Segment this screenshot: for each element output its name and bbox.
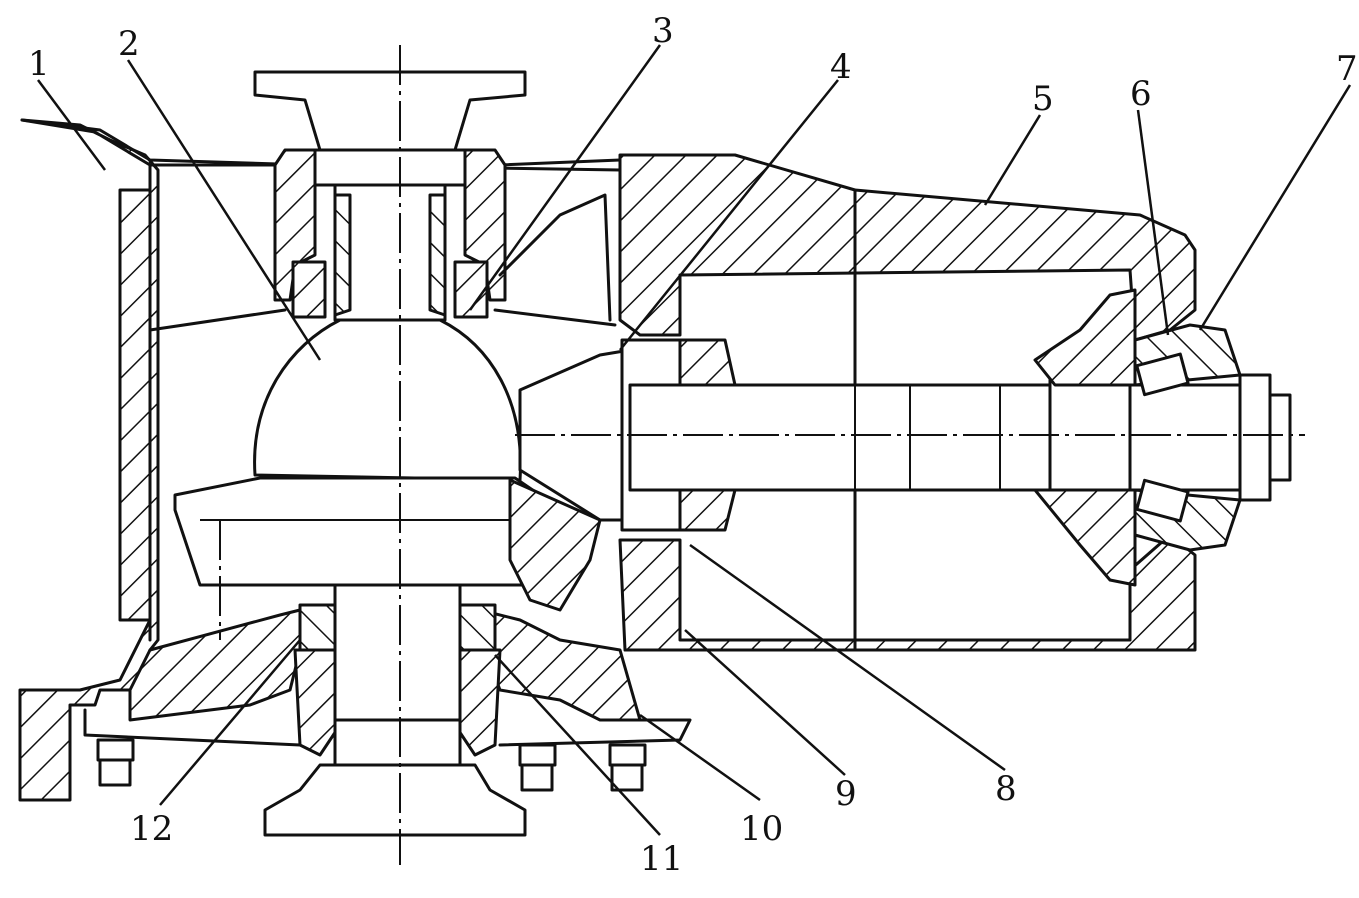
callout-3: 3 bbox=[652, 11, 674, 51]
callout-4: 4 bbox=[830, 47, 852, 87]
callout-6: 6 bbox=[1130, 74, 1152, 114]
bottom-flange bbox=[263, 763, 527, 837]
pinion-shaft bbox=[628, 373, 1292, 502]
bevel-gear-large bbox=[173, 318, 542, 587]
upper-bearing-housing bbox=[273, 148, 507, 322]
housing-rib-lines bbox=[148, 308, 617, 332]
callout-10: 10 bbox=[740, 809, 783, 849]
lower-bearing-housing bbox=[128, 583, 642, 767]
callout-8: 8 bbox=[995, 769, 1017, 809]
callout-11: 11 bbox=[640, 839, 683, 879]
housing-top-edge bbox=[148, 158, 622, 167]
callout-12: 12 bbox=[130, 809, 173, 849]
callout-2: 2 bbox=[118, 24, 140, 64]
base-bolts bbox=[96, 738, 647, 792]
callout-1: 1 bbox=[28, 44, 50, 84]
callout-9: 9 bbox=[835, 774, 857, 814]
right-bearing-assembly bbox=[1033, 288, 1242, 587]
base-plate bbox=[83, 708, 692, 747]
leader-lines bbox=[36, 44, 1352, 836]
callout-5: 5 bbox=[1032, 79, 1054, 119]
callout-7: 7 bbox=[1336, 49, 1358, 89]
oil-passage bbox=[498, 193, 612, 322]
